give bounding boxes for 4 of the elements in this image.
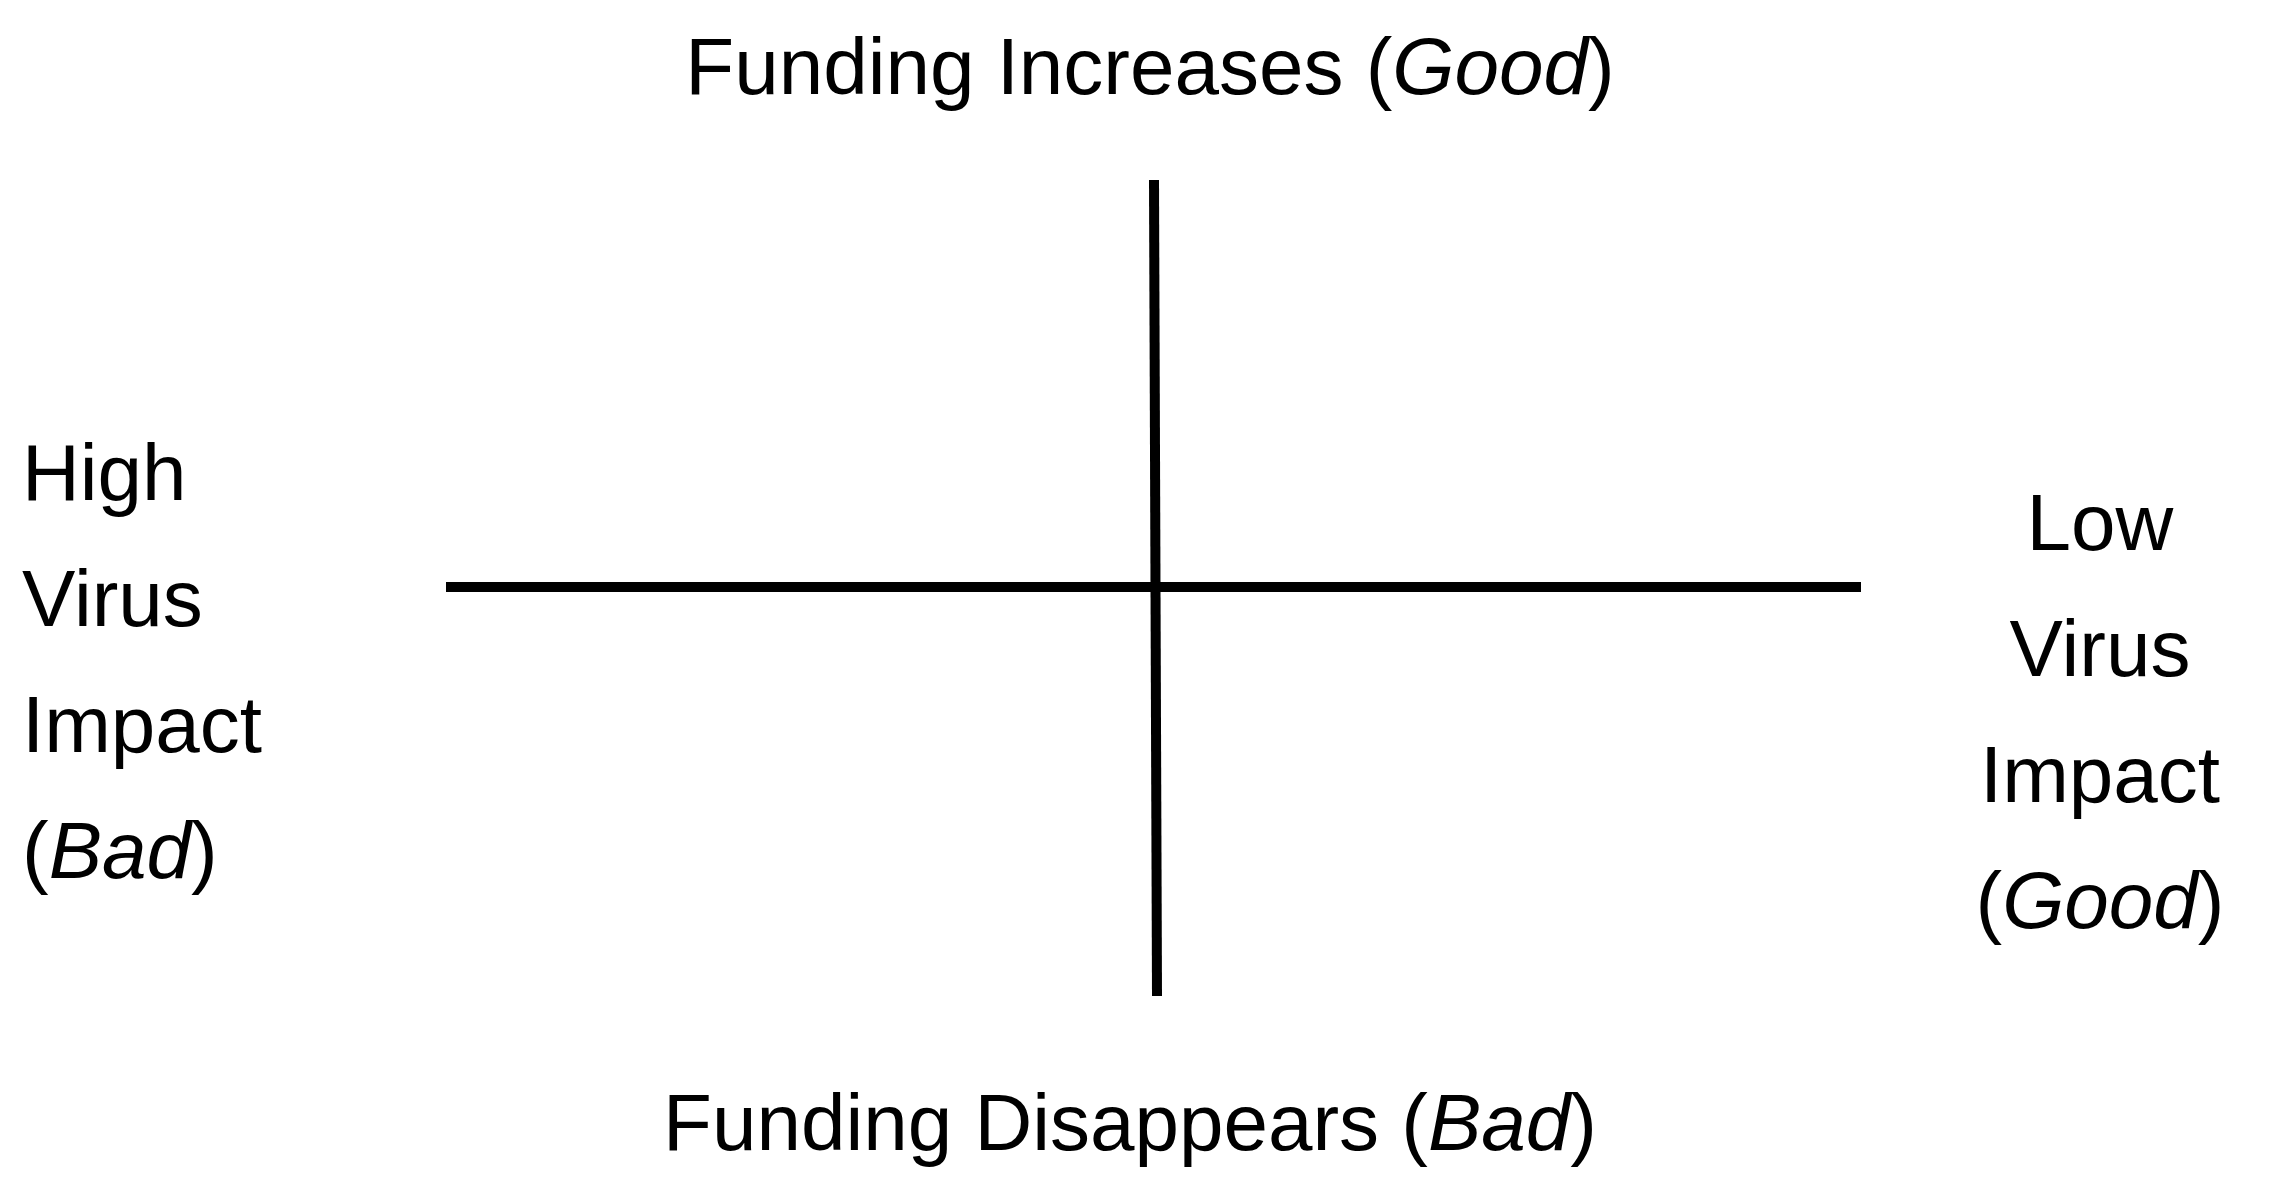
axis-label: Funding Disappears (Bad) [662, 1077, 1598, 1169]
axis-label: High Virus Impact (Bad) [22, 427, 264, 897]
axis-label: Funding Increases (Good) [684, 21, 1616, 113]
axis-label: Low Virus Impact (Good) [1974, 477, 2226, 947]
